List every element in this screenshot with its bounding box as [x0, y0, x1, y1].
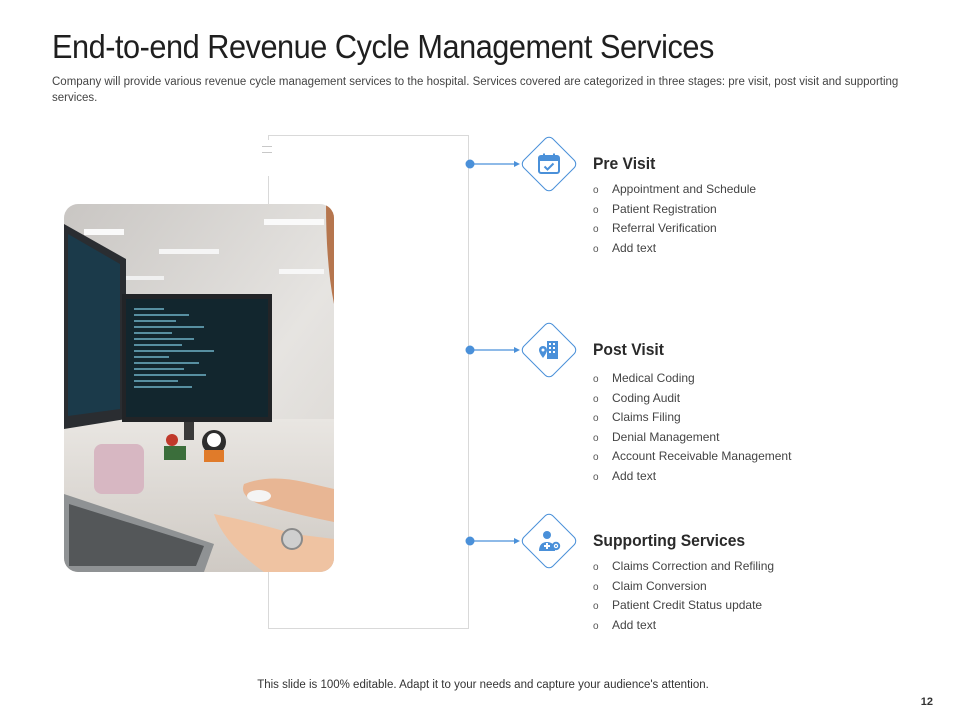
hospital-location-icon	[539, 341, 558, 359]
post-visit-connector	[465, 345, 520, 355]
doctor-gear-icon	[539, 531, 561, 551]
frame-mark-icon	[262, 146, 272, 153]
footer-note: This slide is 100% editable. Adapt it to…	[257, 679, 709, 691]
calendar-check-icon	[538, 153, 560, 174]
frame-gap	[262, 140, 274, 176]
supporting-services-connector	[465, 536, 520, 546]
pre-visit-connector	[465, 159, 520, 169]
office-workstation-photo	[64, 204, 334, 572]
supporting-services-heading: Supporting Services	[593, 531, 746, 550]
slide-title: End-to-end Revenue Cycle Management Serv…	[52, 28, 714, 65]
slide-subtitle: Company will provide various revenue cyc…	[52, 76, 899, 104]
post-visit-heading: Post Visit	[593, 340, 664, 359]
pre-visit-heading: Pre Visit	[593, 154, 656, 173]
page-number: 12	[920, 696, 933, 708]
